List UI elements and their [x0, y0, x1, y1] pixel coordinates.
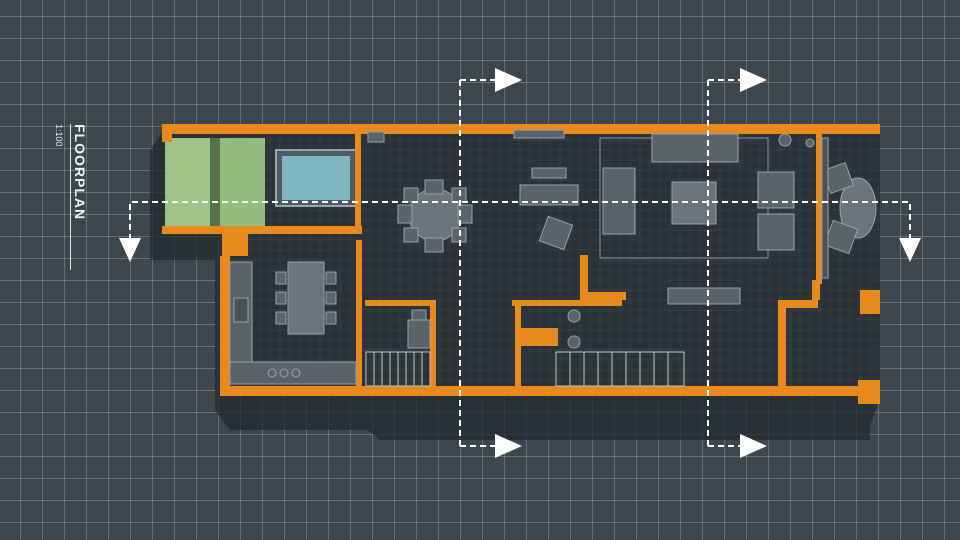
pool: [275, 149, 357, 207]
section-lines: [129, 79, 911, 447]
appliances: [367, 129, 815, 349]
furniture: [229, 129, 877, 387]
floor-slab: [165, 128, 878, 390]
section-arrow-icon: [119, 68, 921, 458]
bathroom: [407, 309, 431, 349]
kitchen-table: [275, 261, 337, 335]
title-rule: [70, 124, 71, 270]
sofa-dining: [519, 167, 579, 251]
kitchen-counter: [229, 261, 357, 385]
terrace-seating: [821, 137, 877, 279]
stairs: [365, 351, 685, 387]
lawn-area: [165, 138, 265, 228]
walls: [162, 124, 880, 404]
